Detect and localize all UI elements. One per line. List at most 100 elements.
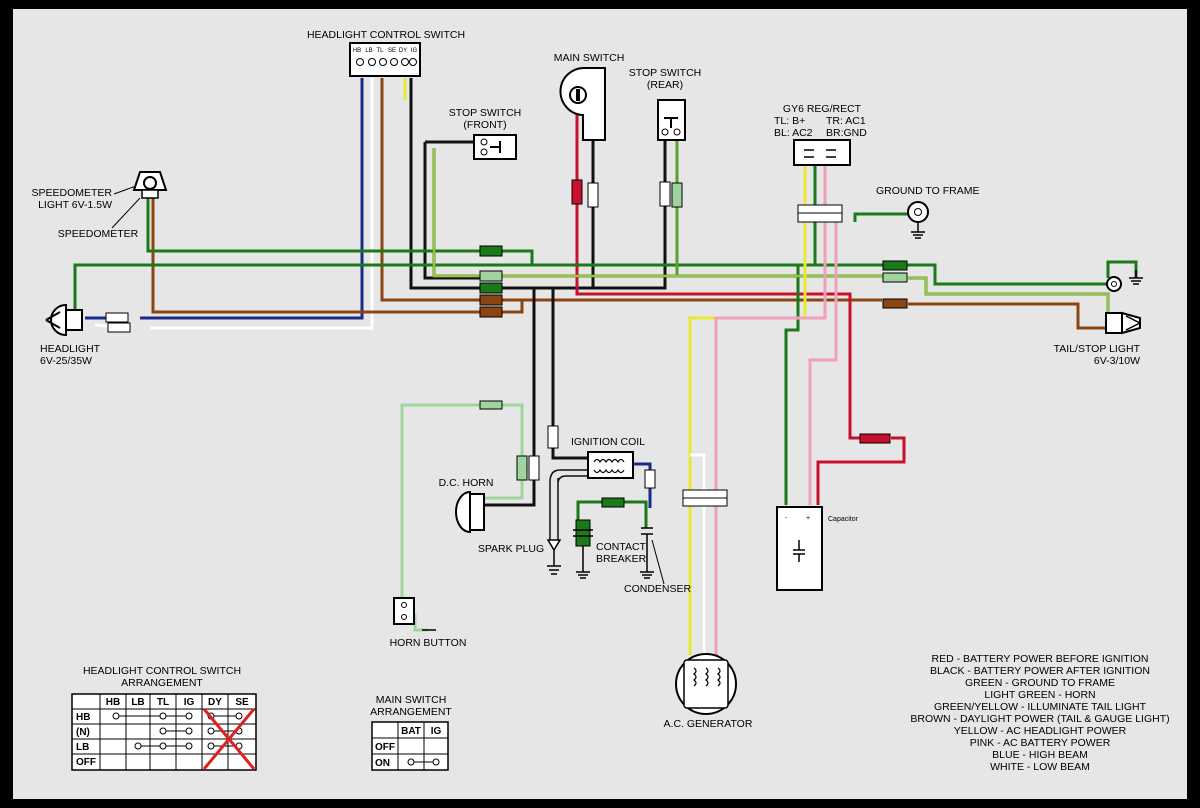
ignition-coil-label: IGNITION COIL [571,436,645,448]
wire-spark-plug-lead [549,469,588,540]
contact-breaker: CONTACT BREAKER [573,519,647,579]
headlight-table-col: DY [208,697,222,708]
condenser-label: CONDENSER [624,583,692,595]
stop-switch-rear-sublabel: (REAR) [647,79,683,91]
speedometer: SPEEDOMETER LIGHT 6V-1.5W SPEEDOMETER [31,171,168,240]
headlight-label: HEADLIGHT [40,343,101,355]
stop-switch-rear-label: STOP SWITCH [629,67,702,79]
main-switch-table-col: BAT [401,726,421,737]
connector [479,282,503,294]
regrect-terminals [804,149,836,158]
tail-light-sublabel: 6V-3/10W [1094,355,1140,367]
stop-switch-front-sublabel: (FRONT) [463,119,506,131]
regulator-rectifier: GY6 REG/RECT TL: B+ TR: AC1 BL: AC2 BR:G… [774,103,867,166]
connector [479,270,503,282]
ignition-coil-windings [593,458,625,474]
headlight-table-subtitle: ARRANGEMENT [121,677,203,689]
horn-button-body [393,597,415,625]
terminal [480,148,488,156]
connector [671,182,683,208]
main-switch-table-row: OFF [375,742,395,753]
ac-generator-stator [683,659,729,709]
speedometer-light-leader [113,185,137,195]
headlight-table-col: IG [184,697,195,708]
spark-plug: SPARK PLUG [478,539,562,575]
terminal [480,138,488,146]
connector [479,400,503,410]
connector [479,306,503,318]
connector [571,179,583,205]
connector [882,272,908,283]
wire-pink-ac-battery [714,165,827,655]
legend-item: BLUE - HIGH BEAM [992,749,1088,761]
tail-ground-terminal-center [1111,281,1117,287]
headlight-table-title: HEADLIGHT CONTROL SWITCH [83,665,241,677]
wire-pink-to-capacitor [808,222,838,505]
terminal [661,128,669,136]
wire-light-green-horn [400,403,524,632]
regrect-label: GY6 REG/RECT [783,103,862,115]
main-switch-body [559,66,606,141]
legend-item: LIGHT GREEN - HORN [984,689,1095,701]
ac-generator: A.C. GENERATOR [664,653,753,730]
connector [547,425,559,449]
headlight-lens [50,303,67,337]
dc-horn-mount [469,493,485,531]
terminal [401,614,407,620]
headlight-switch-arrangement: HEADLIGHT CONTROL SWITCH ARRANGEMENT HB … [71,665,257,771]
headlight-table-col: LB [131,697,144,708]
main-switch: MAIN SWITCH [554,52,625,141]
legend-item: BROWN - DAYLIGHT POWER (TAIL & GAUGE LIG… [910,713,1169,725]
main-switch-table-title: MAIN SWITCH [376,694,447,706]
contact-breaker-points [573,529,593,537]
headlight-sublabel: 6V-25/35W [40,355,92,367]
ground-terminal-center [914,208,922,216]
contact-breaker-label: CONTACT [596,541,647,553]
connector [644,469,656,489]
capacitor-minus: - [785,515,788,522]
speedometer-light-sublabel: LIGHT 6V-1.5W [38,199,112,211]
hcs-pin-label: LB [365,48,372,54]
connector [516,455,528,481]
stop-switch-front: STOP SWITCH (FRONT) [449,107,522,160]
hcs-pin-label: SE [388,48,396,54]
headlight-table-row: (N) [76,727,90,738]
stop-switch-front-label: STOP SWITCH [449,107,522,119]
headlight-table-row: OFF [76,757,96,768]
tail-light-filament [1125,315,1141,331]
wire-green-ground [73,165,1138,528]
condenser-leader [651,539,665,585]
hcs-pin-label: HB [353,48,361,54]
headlight-control-switch-label: HEADLIGHT CONTROL SWITCH [307,29,465,41]
headlight-table-row: HB [76,712,90,723]
color-legend: RED - BATTERY POWER BEFORE IGNITION BLAC… [910,653,1169,773]
ground-to-frame-label: GROUND TO FRAME [876,185,979,197]
stop-switch-rear: STOP SWITCH (REAR) [629,67,702,141]
dc-horn-label: D.C. HORN [439,477,494,489]
regrect-body [793,139,851,166]
hcs-pin-label: IG [411,48,418,54]
legend-item: WHITE - LOW BEAM [990,761,1090,773]
headlight-filament [45,311,61,329]
main-switch-key-slot [576,89,580,101]
headlight-control-switch: HEADLIGHT CONTROL SWITCH HB LB TL SE DY … [307,29,465,77]
contact-breaker-ground [576,546,590,579]
connector [107,322,131,333]
dc-horn-body [455,490,471,534]
stop-switch-rear-plunger [664,117,678,128]
connector [601,497,625,508]
wire-white-generator [690,453,706,655]
speedometer-light-label: SPEEDOMETER [31,187,112,199]
connector [479,245,503,257]
legend-item: RED - BATTERY POWER BEFORE IGNITION [931,653,1148,665]
connector [859,433,891,444]
regrect-pin-br: BR:GND [826,127,867,139]
headlight-table-grid [72,694,256,770]
headlight-table-row: LB [76,742,89,753]
wire-brown-daylight [151,78,1106,330]
tail-stop-light: TAIL/STOP LIGHT 6V-3/10W [1054,270,1143,367]
horn-button-label: HORN BUTTON [390,637,467,649]
capacitor-symbol [793,540,805,562]
main-switch-label: MAIN SWITCH [554,52,625,64]
tail-light-socket [1105,312,1123,334]
